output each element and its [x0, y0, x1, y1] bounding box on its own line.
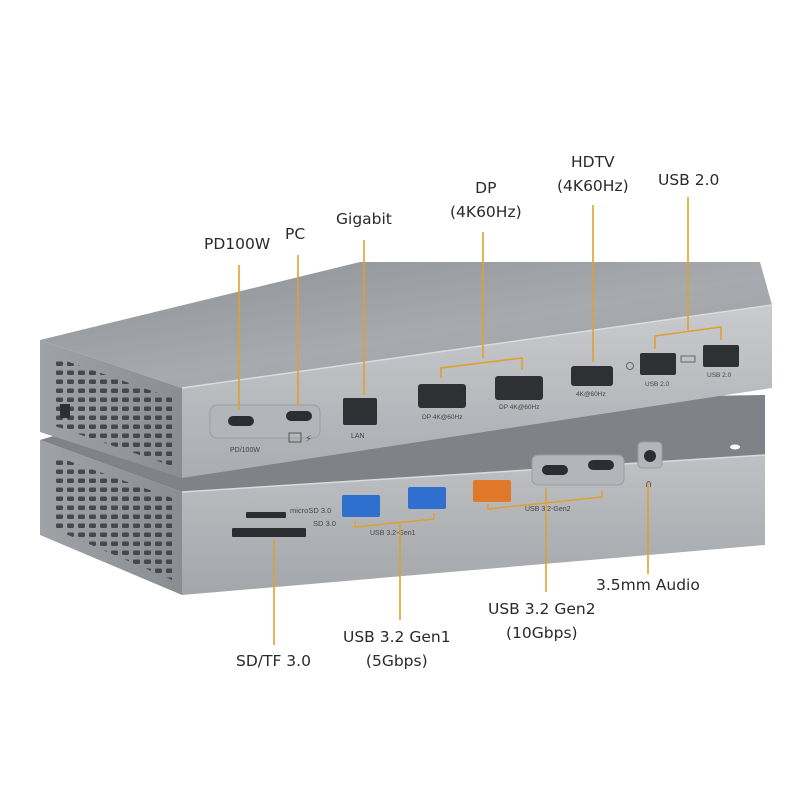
pd-port-label: PD/100W [230, 447, 260, 454]
callout-dp-spec: (4K60Hz) [450, 203, 522, 221]
callout-usb32-gen1: USB 3.2 Gen1 (5Gbps) [343, 625, 451, 673]
usb-a-2-port-1[interactable] [640, 353, 676, 375]
usb-a-gen1-port-1[interactable] [342, 495, 380, 517]
keyboard-icon [680, 355, 696, 363]
bottom-port-row: microSD 3.0 SD 3.0 USB 3.2-Gen1 USB 3.2-… [232, 441, 740, 537]
callout-sdtf: SD/TF 3.0 [236, 652, 311, 670]
callout-pd100w: PD100W [204, 235, 271, 253]
dp1-port-label: DP 4K@60Hz [422, 414, 462, 421]
displayport-1[interactable] [418, 384, 466, 408]
power-indicator-light [730, 444, 740, 450]
sd-slot-label: SD 3.0 [313, 519, 336, 528]
callout-gigabit: Gigabit [336, 210, 392, 228]
callout-audio: 3.5mm Audio [596, 576, 700, 594]
callout-hdtv-spec: (4K60Hz) [557, 177, 629, 195]
gen2-port-label: USB 3.2-Gen2 [525, 506, 571, 513]
usb-a-2-port-2[interactable] [703, 345, 739, 367]
gen1-bracket [354, 513, 435, 528]
usb2-port-label-1: USB 2.0 [645, 381, 670, 388]
top-port-row: ⚡ PD/100W LAN DP 4K@60Hz DP 4K@60Hz 4K@6… [209, 345, 739, 454]
callout-hdtv: HDTV (4K60Hz) [557, 150, 629, 198]
callout-lines [238, 197, 722, 645]
callout-gen1-spec: (5Gbps) [365, 652, 428, 670]
microsd-slot-label: microSD 3.0 [290, 506, 331, 515]
dp2-port-label: DP 4K@60Hz [499, 404, 539, 411]
callout-usb20: USB 2.0 [658, 171, 720, 189]
callout-gen2-title: USB 3.2 Gen2 [488, 600, 596, 618]
laptop-icon [288, 432, 302, 443]
callout-usb32-gen2: USB 3.2 Gen2 (10Gbps) [488, 597, 596, 645]
mouse-icon [626, 362, 634, 370]
callout-hdtv-title: HDTV [570, 153, 615, 171]
ethernet-port[interactable] [343, 398, 377, 425]
top-hub-unit [40, 262, 773, 478]
usb20-bracket [654, 326, 722, 349]
bolt-icon: ⚡ [305, 434, 312, 445]
callout-dp-title: DP [475, 179, 497, 197]
gen1-port-label: USB 3.2-Gen1 [370, 530, 416, 537]
usb-a-gen1-port-2[interactable] [408, 487, 446, 509]
hdmi-port-label: 4K@60Hz [576, 391, 606, 398]
displayport-2[interactable] [495, 376, 543, 400]
hdmi-port[interactable] [571, 366, 613, 386]
lan-port-label: LAN [351, 433, 365, 440]
callout-gen2-spec: (10Gbps) [505, 624, 578, 642]
usb-a-gen2-port[interactable] [473, 480, 511, 502]
usb2-port-label-2: USB 2.0 [707, 372, 732, 379]
usb-c-gen2-port-2[interactable] [588, 460, 614, 470]
usb-c-pd-port[interactable] [228, 416, 254, 426]
dp-bracket [440, 357, 523, 378]
microsd-slot[interactable] [246, 512, 286, 518]
sd-card-slot[interactable] [232, 528, 306, 537]
callout-dp: DP (4K60Hz) [450, 176, 522, 224]
gen2-bracket [487, 491, 603, 510]
audio-jack[interactable] [644, 450, 656, 462]
callout-pc: PC [285, 225, 306, 243]
usb-c-pc-port[interactable] [286, 411, 312, 421]
usb-c-gen2-port-1[interactable] [542, 465, 568, 475]
callout-gen1-title: USB 3.2 Gen1 [343, 628, 451, 646]
